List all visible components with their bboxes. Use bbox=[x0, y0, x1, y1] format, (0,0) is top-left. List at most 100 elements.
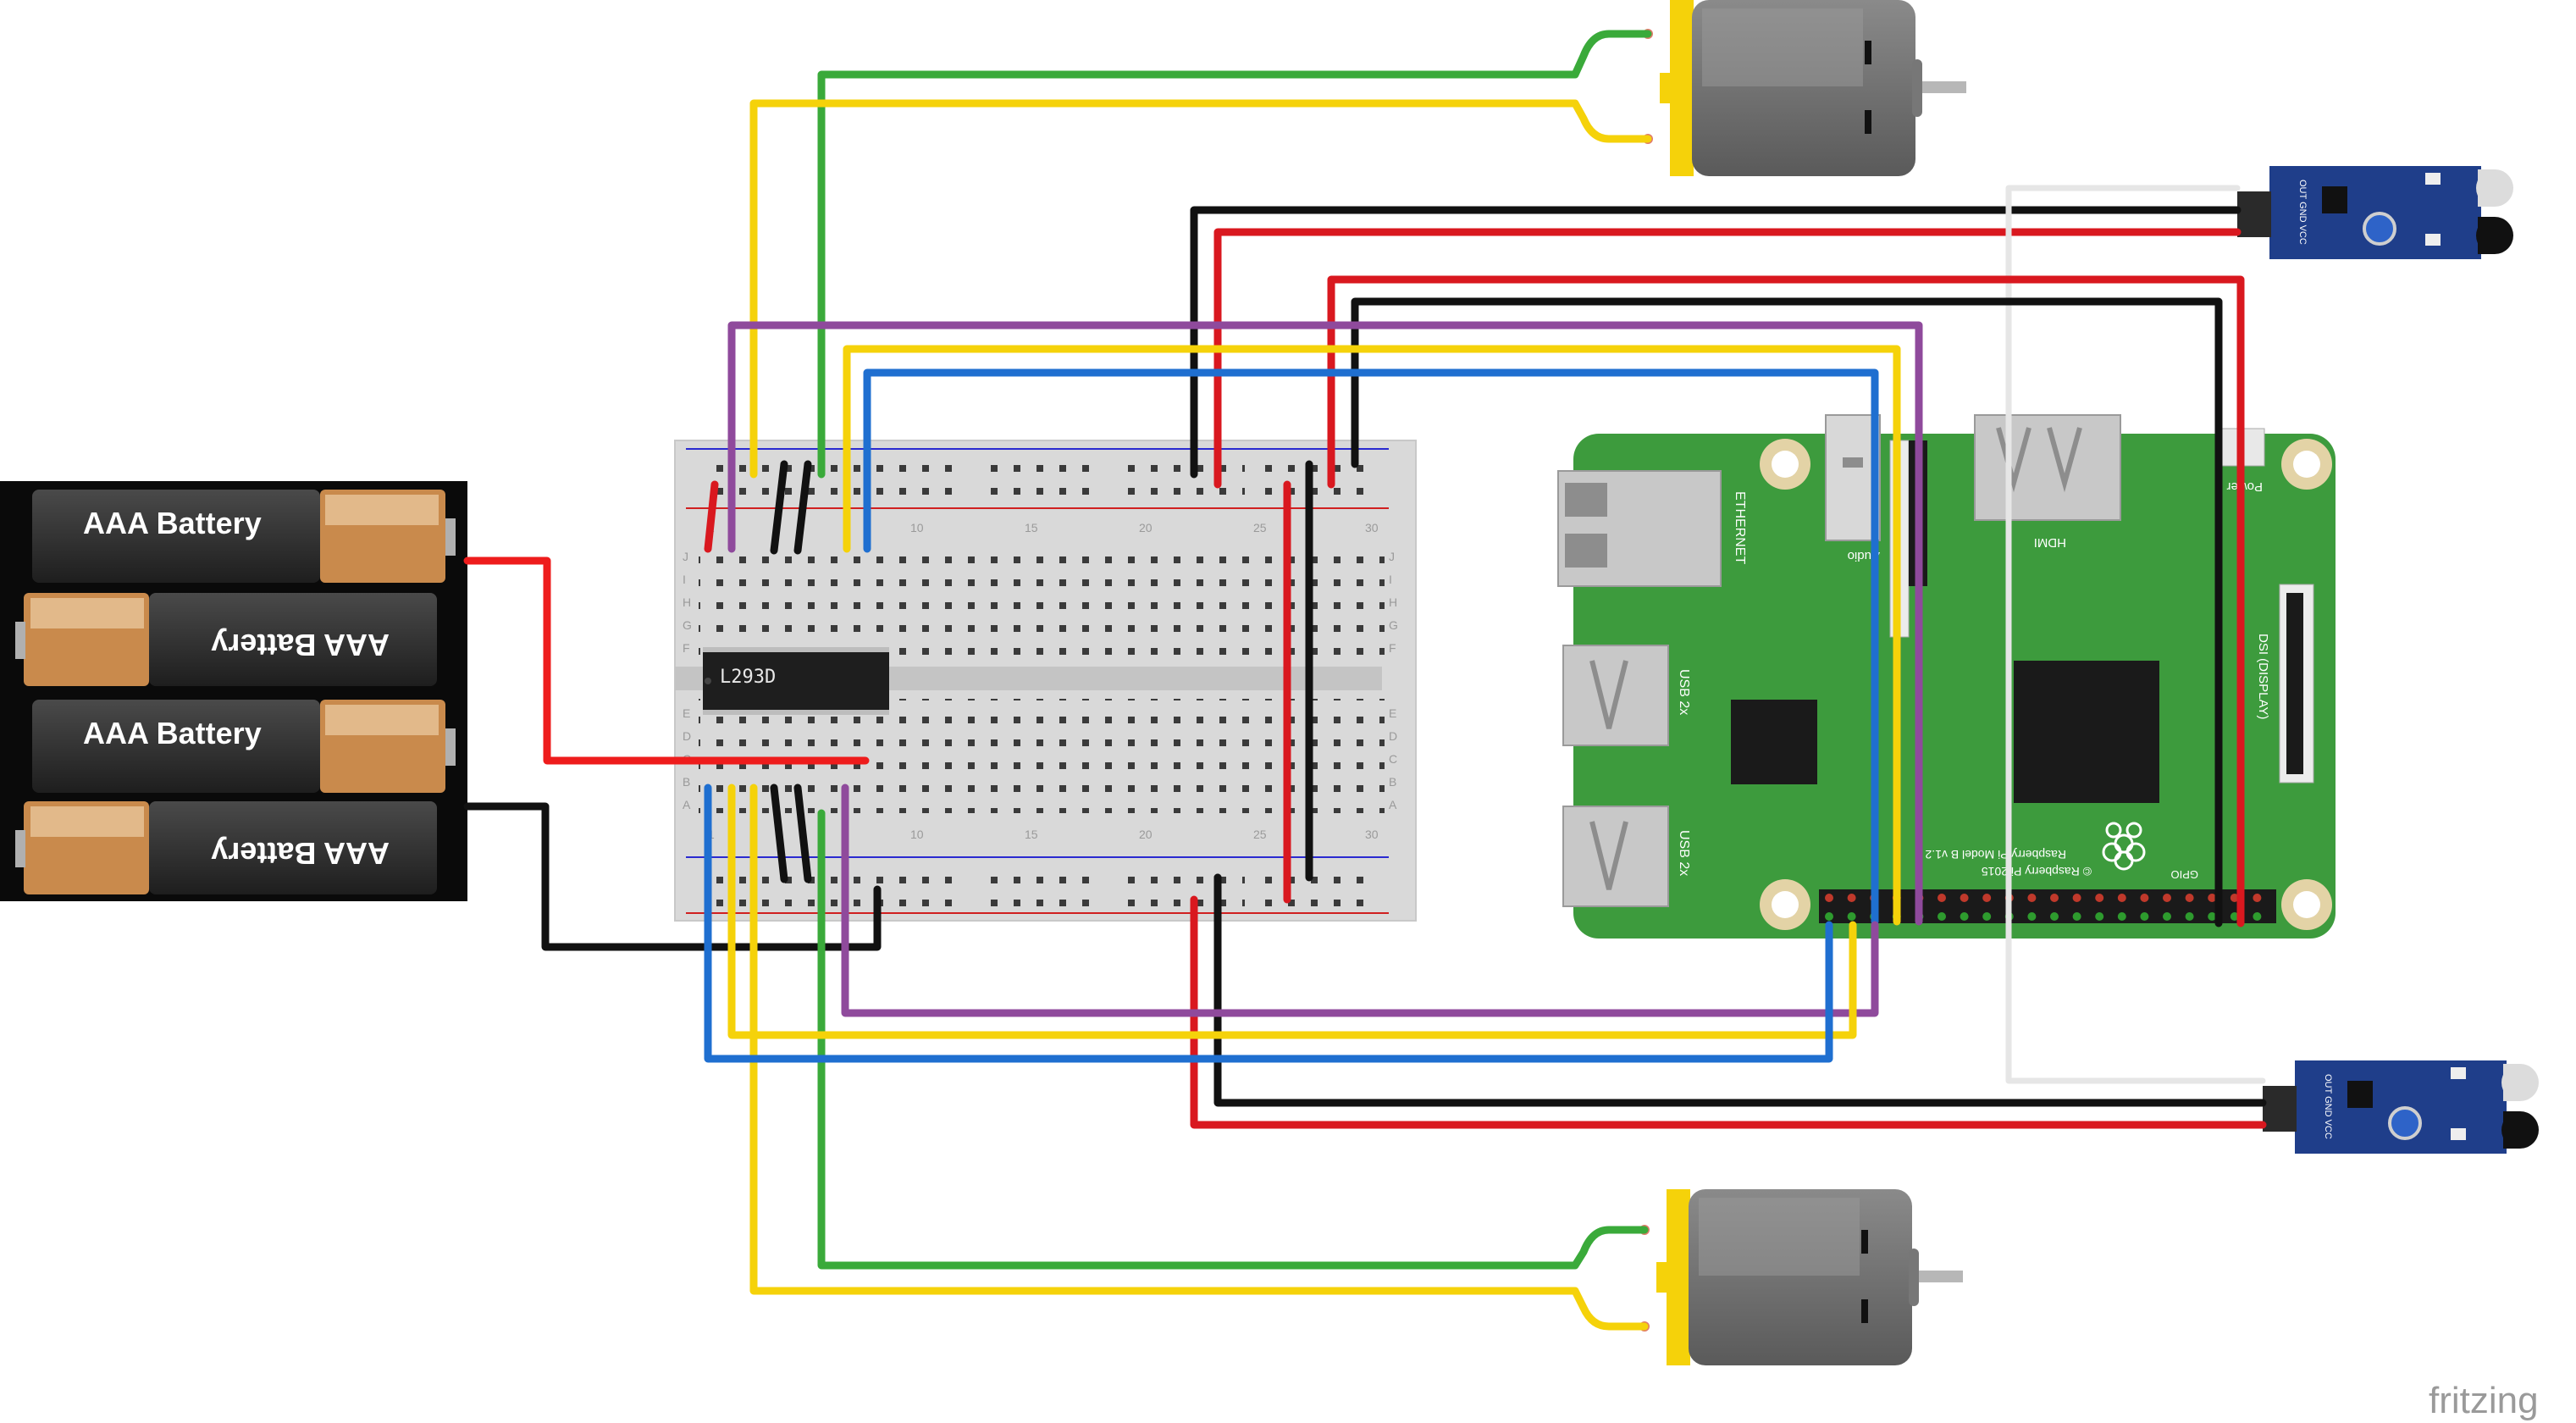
gpio-header bbox=[1819, 889, 2276, 923]
gpio-pin bbox=[1847, 912, 1856, 921]
wire-ir-top-gnd bbox=[1190, 206, 2242, 479]
gpio-label: GPIO bbox=[2170, 868, 2198, 881]
col-number-20-bottom: 20 bbox=[1139, 828, 1153, 841]
gpio-pin bbox=[2140, 894, 2149, 902]
battery-cell-2: AAA Battery bbox=[15, 593, 437, 686]
chip-label: L293D bbox=[720, 667, 776, 688]
wire-control-yellow-top bbox=[843, 345, 1901, 926]
gpio-pin bbox=[2163, 912, 2171, 921]
row-letter-i-right: I bbox=[1389, 573, 1392, 586]
row-letter-c-right: C bbox=[1389, 752, 1397, 766]
col-number-25-bottom: 25 bbox=[1253, 828, 1267, 841]
row-letter-j-right: J bbox=[1389, 550, 1395, 563]
row-letter-d-right: D bbox=[1389, 729, 1397, 743]
gpio-pin bbox=[2117, 912, 2126, 921]
soc-chip bbox=[2014, 661, 2159, 803]
hdmi-label: HDMI bbox=[2034, 535, 2066, 550]
gpio-pin bbox=[2208, 894, 2217, 902]
row-letter-j: J bbox=[683, 550, 688, 563]
wire-battery-negative bbox=[463, 802, 882, 951]
usb-port-bottom: USB 2x bbox=[1562, 806, 1691, 907]
gpio-pin bbox=[2027, 912, 2037, 921]
gpio-pin bbox=[2095, 894, 2104, 902]
ir-top-pin-label: OUT GND VCC bbox=[2297, 180, 2308, 245]
row-letter-g: G bbox=[683, 618, 692, 632]
row-letter-h-right: H bbox=[1389, 595, 1397, 609]
gpio-pin bbox=[2185, 912, 2194, 921]
gpio-pin bbox=[1960, 912, 1969, 921]
col-number-15-bottom: 15 bbox=[1025, 828, 1038, 841]
board-copyright-text: © Raspberry Pi 2015 bbox=[1982, 865, 2092, 878]
gpio-pin bbox=[2072, 894, 2081, 902]
gpio-pin bbox=[2027, 894, 2037, 902]
wire-ir-bottom-gnd bbox=[1213, 873, 2267, 1107]
gpio-pin bbox=[2050, 912, 2059, 921]
wire-ir-top-out bbox=[2005, 185, 2241, 930]
row-letter-b: B bbox=[683, 775, 690, 789]
gpio-pin bbox=[1938, 912, 1946, 921]
wire-ir-bottom-out bbox=[2005, 923, 2266, 1084]
wire-pi-vcc-right bbox=[1327, 275, 2245, 927]
jumper-black-4 bbox=[793, 783, 812, 883]
motor-bottom bbox=[1639, 1189, 1963, 1365]
gpio-pin bbox=[2117, 894, 2126, 902]
jumper-black-1 bbox=[770, 460, 788, 555]
wire-control-blue-bottom bbox=[704, 783, 1833, 1063]
ir-sensor-top: OUT GND VCC bbox=[2237, 166, 2513, 259]
dsi-label: DSI (DISPLAY) bbox=[2256, 634, 2270, 719]
gpio-pin bbox=[2230, 912, 2239, 921]
col-number-20: 20 bbox=[1139, 521, 1153, 534]
row-letter-g-right: G bbox=[1389, 618, 1398, 632]
wire-motor-bottom-yellow bbox=[749, 783, 1649, 1331]
usb-top-label: USB 2x bbox=[1677, 669, 1691, 715]
gpio-pin bbox=[1847, 894, 1856, 902]
col-number-25: 25 bbox=[1253, 521, 1267, 534]
gpio-pin bbox=[2072, 912, 2081, 921]
row-letter-d: D bbox=[683, 729, 691, 743]
jumper-black-3 bbox=[770, 783, 788, 883]
battery-label-2: AAA Battery bbox=[211, 628, 390, 662]
row-letter-e: E bbox=[683, 706, 690, 720]
wire-control-blue-top bbox=[863, 368, 1879, 926]
gpio-pin bbox=[2253, 912, 2262, 921]
battery-label-3: AAA Battery bbox=[83, 716, 262, 750]
row-letter-a: A bbox=[683, 798, 691, 811]
raspberry-pi-board: ETHERNET Audio HDMI Power USB 2x bbox=[1557, 414, 2336, 939]
row-letter-a-right: A bbox=[1389, 798, 1397, 811]
wire-control-purple-bottom bbox=[841, 783, 1879, 1017]
wires bbox=[463, 30, 2267, 1331]
battery-pack: AAA Battery AAA Battery AAA Battery AAA … bbox=[0, 481, 467, 901]
motor-top bbox=[1643, 0, 1966, 176]
dsi-connector: DSI (DISPLAY) bbox=[2256, 584, 2314, 783]
wire-motor-top-green bbox=[817, 30, 1652, 479]
usb-bottom-label: USB 2x bbox=[1677, 830, 1691, 876]
row-letter-b-right: B bbox=[1389, 775, 1396, 789]
col-number-30: 30 bbox=[1365, 521, 1379, 534]
wire-control-yellow-bottom bbox=[727, 783, 1857, 1039]
battery-cell-1: AAA Battery bbox=[32, 490, 456, 583]
fritzing-watermark: fritzing bbox=[2429, 1380, 2539, 1421]
board-model-text: Raspberry Pi Model B v1.2 bbox=[1925, 848, 2066, 861]
gpio-pin bbox=[2253, 894, 2262, 902]
col-number-15: 15 bbox=[1025, 521, 1038, 534]
row-letter-i: I bbox=[683, 573, 686, 586]
gpio-pin bbox=[1960, 894, 1969, 902]
gpio-pin bbox=[2050, 894, 2059, 902]
wire-ir-top-vcc bbox=[1213, 228, 2242, 489]
gpio-pin bbox=[1982, 912, 1992, 921]
gpio-pin bbox=[2140, 912, 2149, 921]
gpio-pin bbox=[2208, 912, 2217, 921]
gpio-pin bbox=[2095, 912, 2104, 921]
gpio-pin bbox=[2230, 894, 2239, 902]
row-letter-e-right: E bbox=[1389, 706, 1396, 720]
gpio-pin bbox=[1825, 894, 1833, 902]
ethernet-port: ETHERNET bbox=[1557, 470, 1747, 587]
wire-control-purple-top bbox=[727, 321, 1923, 926]
gpio-pin bbox=[2163, 894, 2171, 902]
col-number-10: 10 bbox=[910, 521, 924, 534]
jumper-black-2 bbox=[793, 460, 812, 555]
gpio-pin bbox=[1825, 912, 1833, 921]
gpio-pin bbox=[2185, 894, 2194, 902]
col-number-30-bottom: 30 bbox=[1365, 828, 1379, 841]
